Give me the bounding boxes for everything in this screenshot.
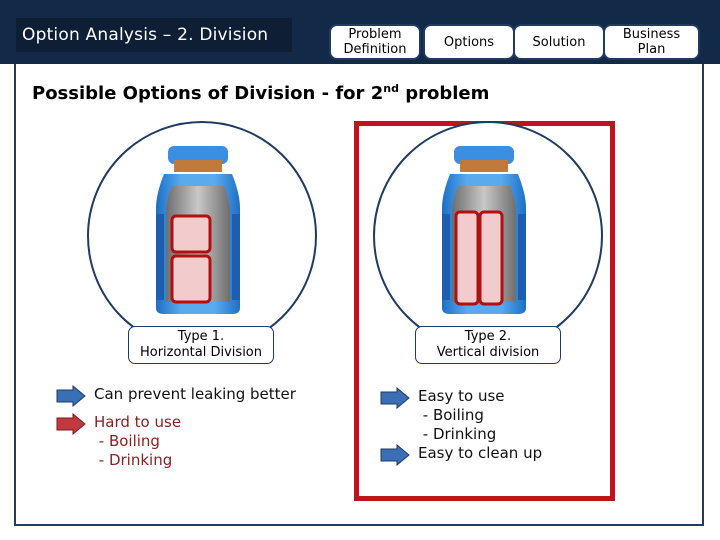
heading-ordinal: nd (383, 82, 399, 95)
option-2-pros: Easy to use - Boiling - Drinking Easy to… (380, 387, 542, 463)
page-title: Option Analysis – 2. Division (16, 18, 292, 52)
tab-business-plan[interactable]: Business Plan (603, 24, 700, 60)
option-1-pros-text: Can prevent leaking better (94, 385, 296, 403)
arrow-right-icon (56, 385, 86, 407)
bottle-cap-icon (454, 146, 514, 164)
heading-tail: problem (398, 83, 490, 104)
arrow-right-icon (56, 413, 86, 435)
compartment-left (454, 210, 480, 306)
arrow-right-icon (380, 444, 410, 466)
arrow-right-icon (380, 387, 410, 409)
compartment-bottom (170, 254, 212, 304)
section-heading: Possible Options of Division - for 2nd p… (32, 82, 489, 104)
tab-problem-definition[interactable]: Problem Definition (329, 24, 421, 60)
option-1-pros: Can prevent leaking better (56, 385, 296, 407)
bottle-cap-icon (168, 146, 228, 164)
tab-options[interactable]: Options (423, 24, 515, 60)
content-frame (14, 64, 704, 526)
option-2-illustration (373, 121, 603, 351)
option-1-label: Type 1. Horizontal Division (128, 326, 274, 364)
compartment-right (478, 210, 504, 306)
option-2-label: Type 2. Vertical division (415, 326, 561, 364)
compartment-top (170, 214, 212, 254)
option-1-cons-text: Hard to use - Boiling - Drinking (94, 413, 182, 469)
option-1-illustration (87, 121, 317, 351)
tab-solution[interactable]: Solution (513, 24, 605, 60)
heading-text: Possible Options of Division - for 2 (32, 83, 384, 104)
option-1-cons: Hard to use - Boiling - Drinking (56, 413, 181, 470)
option-2-pros-text: Easy to use - Boiling - Drinking Easy to… (418, 387, 543, 462)
